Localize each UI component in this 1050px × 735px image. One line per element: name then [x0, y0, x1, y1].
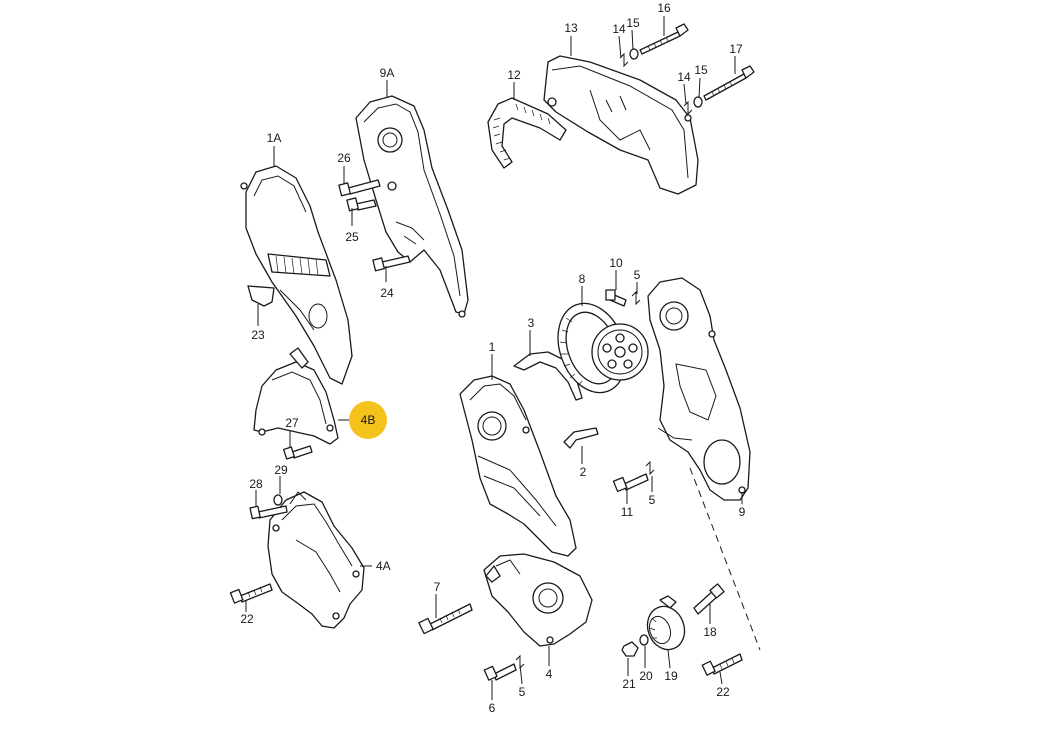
- upper-timing-belt-cover[interactable]: [543, 55, 699, 195]
- callout-labels: 1A 9A 12 13 14 15 16 17 14 15 26 25 24 2…: [240, 1, 745, 715]
- bolt-27[interactable]: [283, 445, 313, 460]
- callout-14[interactable]: 14: [612, 22, 626, 36]
- clip-5a[interactable]: [631, 290, 641, 306]
- callout-17[interactable]: 17: [729, 42, 743, 56]
- belt-guard-9A[interactable]: [355, 95, 469, 318]
- callout-21[interactable]: 21: [622, 677, 636, 691]
- rear-panel-9[interactable]: [647, 277, 751, 501]
- nut-21[interactable]: [621, 641, 639, 657]
- callout-14-lower[interactable]: 14: [677, 70, 691, 84]
- callout-15-lower[interactable]: 15: [694, 63, 708, 77]
- callout-24[interactable]: 24: [380, 286, 394, 300]
- callout-23[interactable]: 23: [251, 328, 265, 342]
- highlight-marker-4B: [349, 401, 387, 439]
- callout-13[interactable]: 13: [564, 21, 578, 35]
- callout-27[interactable]: 27: [285, 416, 299, 430]
- washer-20[interactable]: [639, 634, 649, 646]
- clip-5c[interactable]: [515, 654, 525, 670]
- washer-15a[interactable]: [629, 48, 639, 60]
- callout-12[interactable]: 12: [507, 68, 521, 82]
- small-bracket-23[interactable]: [247, 285, 275, 307]
- bolt-22b[interactable]: [701, 653, 743, 676]
- camshaft-sprocket[interactable]: [591, 323, 649, 381]
- cover-1A[interactable]: [240, 165, 353, 385]
- callout-7[interactable]: 7: [434, 580, 441, 594]
- lower-front-cover-4[interactable]: [483, 553, 593, 647]
- callout-4[interactable]: 4: [546, 667, 553, 681]
- callout-11[interactable]: 11: [621, 505, 634, 519]
- callout-22-right[interactable]: 22: [716, 685, 730, 699]
- callout-8[interactable]: 8: [579, 272, 586, 286]
- callout-4A[interactable]: 4A: [376, 559, 391, 573]
- callout-3[interactable]: 3: [528, 316, 535, 330]
- alignment-line: [689, 467, 761, 651]
- callout-9[interactable]: 9: [739, 505, 746, 519]
- callout-5-top[interactable]: 5: [634, 268, 641, 282]
- callout-10[interactable]: 10: [609, 256, 623, 270]
- bolt-16[interactable]: [639, 23, 689, 55]
- callout-20[interactable]: 20: [639, 669, 653, 683]
- leader-lines: [245, 16, 743, 700]
- bolt-24[interactable]: [372, 255, 411, 272]
- bolt-7[interactable]: [418, 603, 473, 635]
- callout-16[interactable]: 16: [657, 1, 671, 15]
- callout-9A[interactable]: 9A: [380, 66, 395, 80]
- callout-6[interactable]: 6: [489, 701, 496, 715]
- clip-14a[interactable]: [619, 52, 629, 68]
- callout-28[interactable]: 28: [249, 477, 263, 491]
- callout-26[interactable]: 26: [337, 151, 351, 165]
- callout-1[interactable]: 1: [489, 340, 496, 354]
- clip-5b[interactable]: [645, 460, 655, 476]
- bolt-26[interactable]: [338, 179, 381, 197]
- callout-22-left[interactable]: 22: [240, 612, 254, 626]
- bolt-17[interactable]: [703, 65, 755, 101]
- callout-25[interactable]: 25: [345, 230, 359, 244]
- callout-1A[interactable]: 1A: [267, 131, 282, 145]
- bolt-11[interactable]: [612, 473, 649, 493]
- callout-29[interactable]: 29: [274, 463, 288, 477]
- washer-29[interactable]: [273, 494, 283, 506]
- timing-cover-1[interactable]: [459, 375, 577, 557]
- callout-18[interactable]: 18: [703, 625, 717, 639]
- bolt-6[interactable]: [483, 663, 517, 681]
- toothed-belt[interactable]: [487, 97, 567, 169]
- bolt-10[interactable]: [605, 289, 627, 307]
- bolt-25[interactable]: [346, 197, 377, 212]
- tensioner-pulley-19[interactable]: [642, 595, 691, 655]
- callout-4B[interactable]: 4B: [361, 413, 376, 427]
- washer-15b[interactable]: [693, 96, 703, 108]
- lower-cover-4B[interactable]: [253, 347, 339, 445]
- bracket-2[interactable]: [563, 427, 599, 449]
- bolt-22a[interactable]: [229, 583, 273, 604]
- callout-5-bottom[interactable]: 5: [519, 685, 526, 699]
- callout-2[interactable]: 2: [580, 465, 587, 479]
- callout-5-mid[interactable]: 5: [649, 493, 656, 507]
- callout-15[interactable]: 15: [626, 16, 640, 30]
- bolt-28[interactable]: [249, 505, 288, 520]
- stud-18[interactable]: [693, 583, 725, 615]
- callout-19[interactable]: 19: [664, 669, 678, 683]
- lower-cover-4A[interactable]: [267, 491, 365, 629]
